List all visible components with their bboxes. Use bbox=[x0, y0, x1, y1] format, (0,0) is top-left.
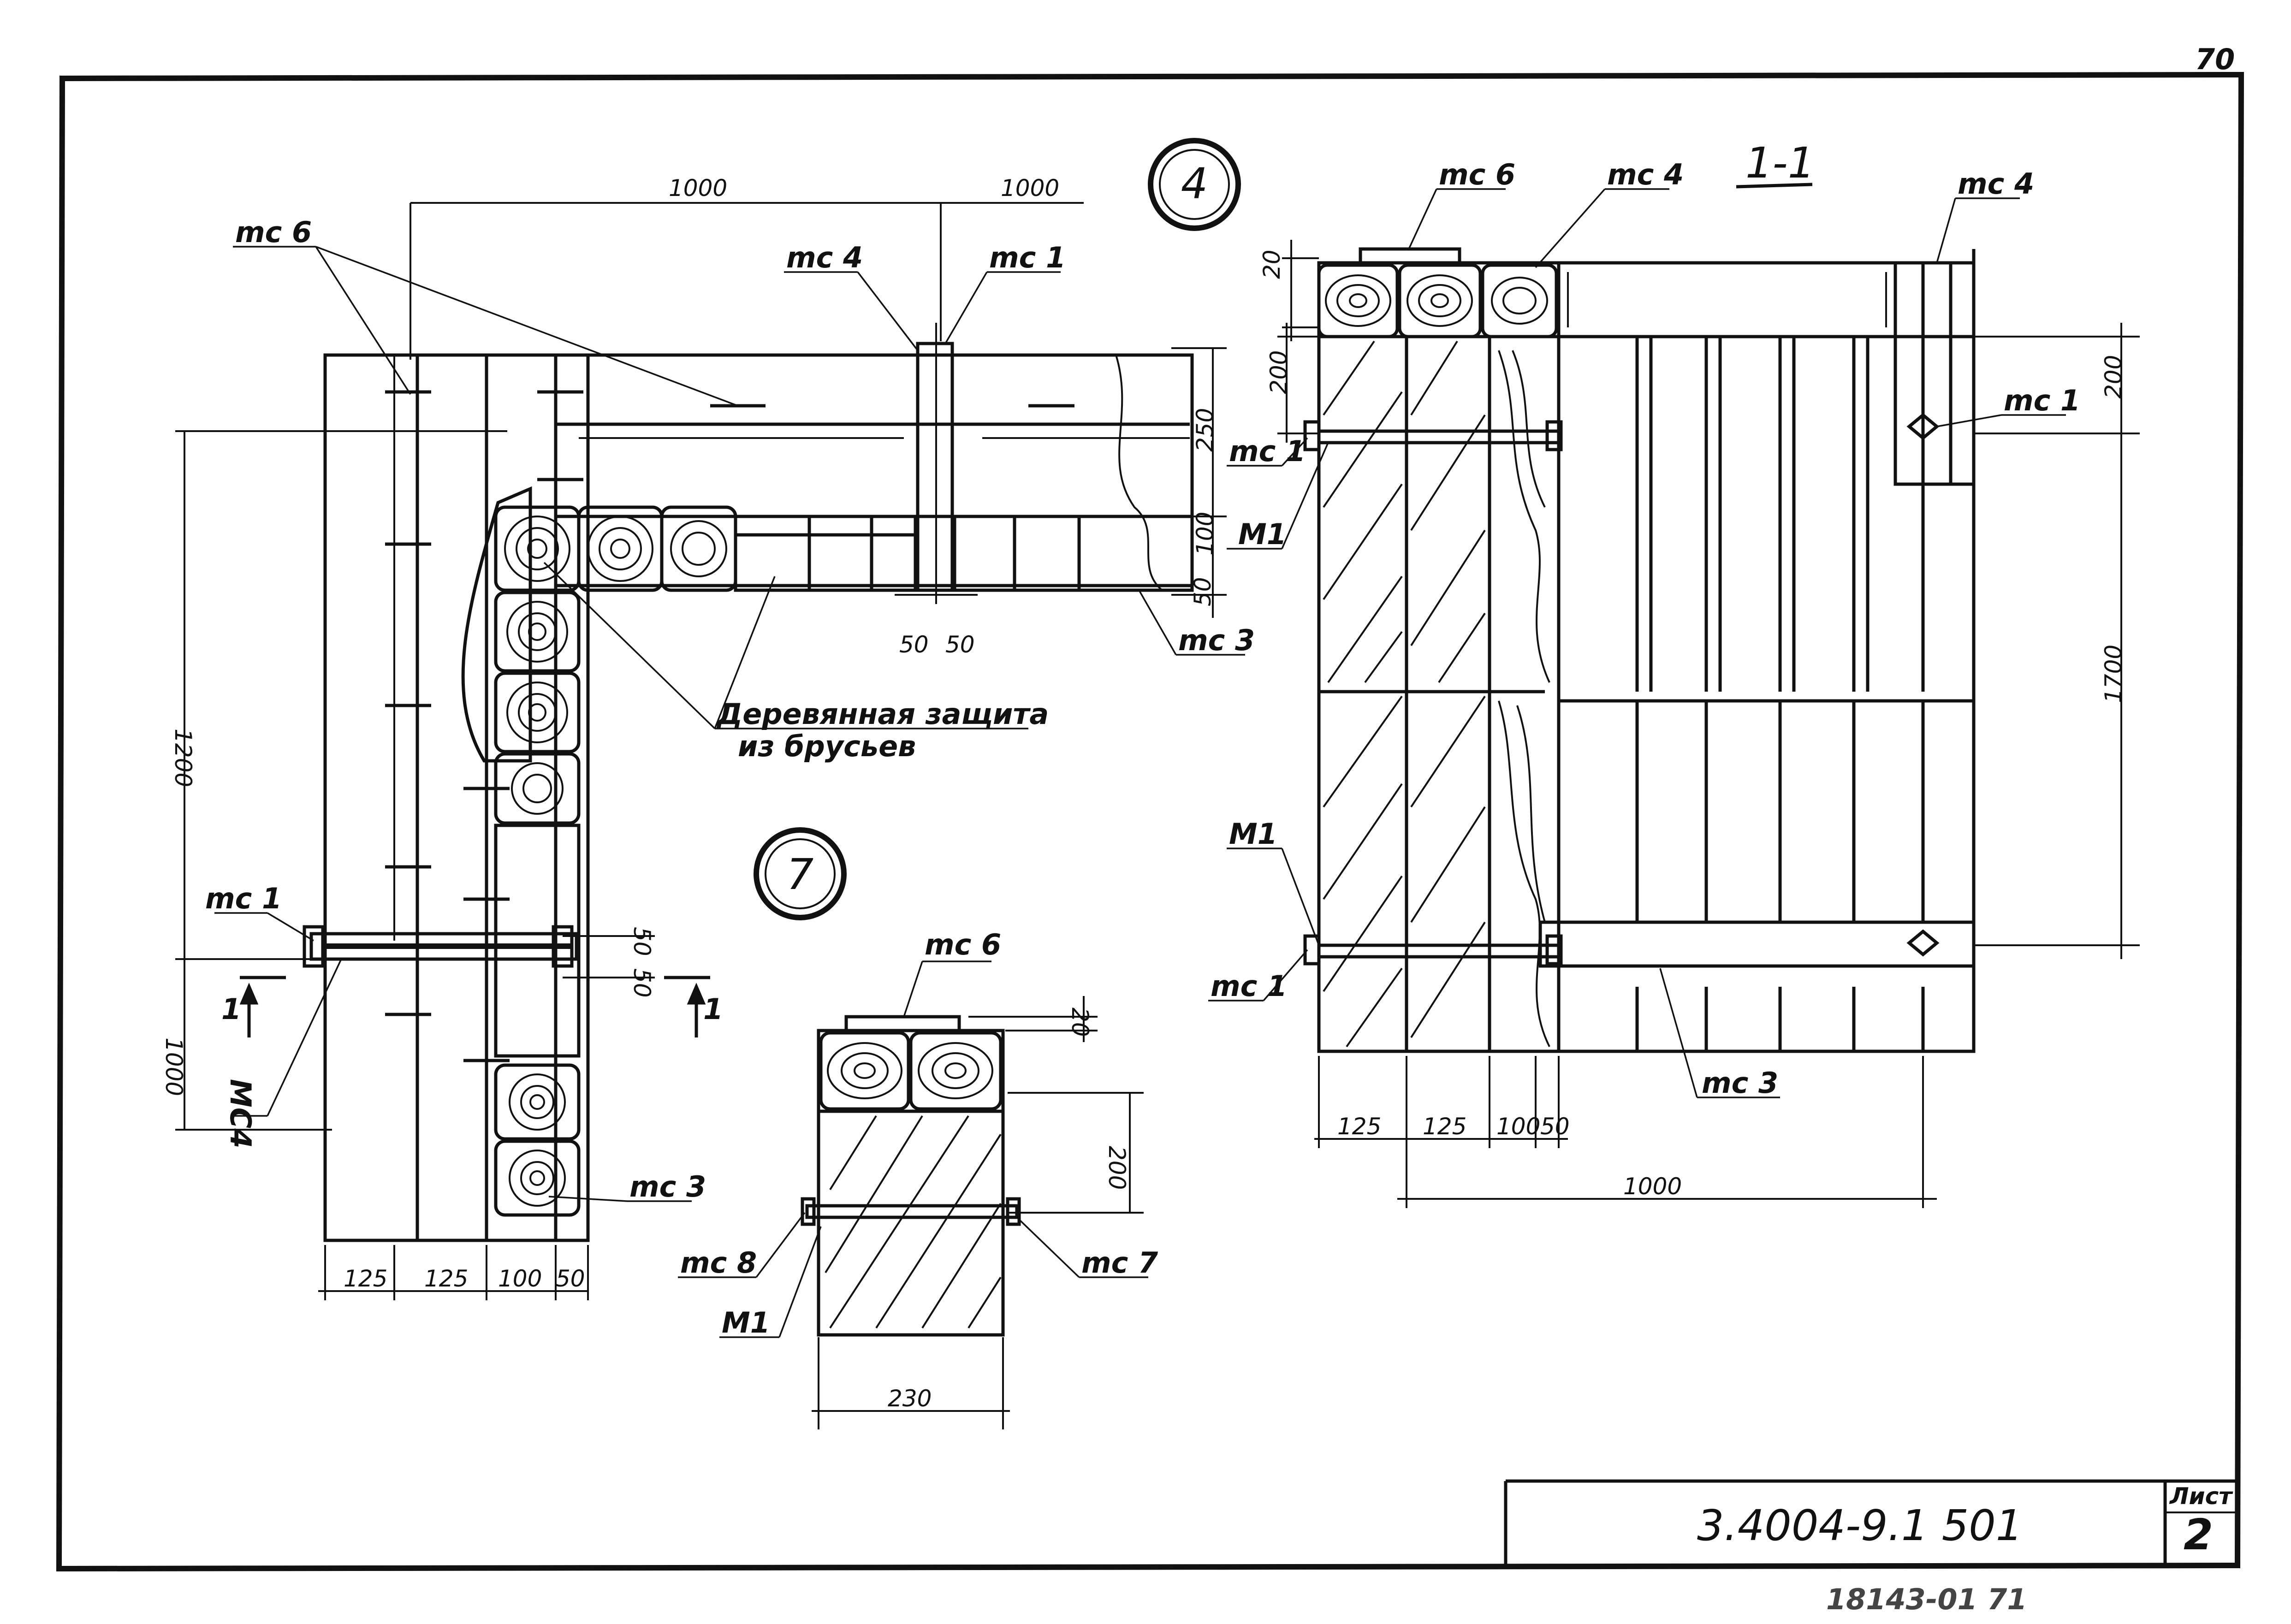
dim-plan-100: 100 bbox=[498, 1265, 542, 1292]
label-mc7: mc 7 bbox=[1081, 1246, 1158, 1280]
label-mc8: mc 8 bbox=[680, 1246, 757, 1280]
dim-s-125-a: 125 bbox=[1337, 1113, 1381, 1140]
dim-plan-125-a: 125 bbox=[344, 1265, 387, 1292]
sheet-frame bbox=[56, 71, 2244, 1572]
dim-s-125-b: 125 bbox=[1423, 1113, 1466, 1140]
label-m1-detail7: M1 bbox=[722, 1306, 770, 1340]
dim-s-200-right: 200 bbox=[2100, 355, 2127, 399]
wood-note-line1: Деревянная защита bbox=[716, 697, 1049, 731]
dim-plan-125-b: 125 bbox=[424, 1265, 468, 1292]
label-mc4-section-b: mc 4 bbox=[1958, 167, 2034, 201]
label-mc6-plan: mc 6 bbox=[235, 215, 312, 249]
dim-plan-50-v: 50 bbox=[1189, 577, 1216, 606]
wood-note-line2: из брусьев bbox=[738, 729, 916, 763]
bottom-stamp: 18143-01 71 bbox=[1826, 1583, 2027, 1616]
label-mc4-upper: MC4 bbox=[224, 1079, 257, 1148]
label-mc6-detail7: mc 6 bbox=[925, 928, 1001, 961]
dim-plan-50-c: 50 bbox=[629, 927, 655, 956]
dim-plan-250: 250 bbox=[1192, 408, 1218, 452]
label-mc6-section: mc 6 bbox=[1439, 158, 1515, 191]
dim-d7-230: 230 bbox=[888, 1385, 932, 1412]
label-mc1-section-bottom: mc 1 bbox=[1211, 969, 1287, 1003]
dim-plan-50-b: 50 bbox=[945, 631, 975, 658]
dim-plan-50-a: 50 bbox=[899, 631, 929, 658]
dim-s-200-left: 200 bbox=[1265, 350, 1292, 394]
dim-d7-200: 200 bbox=[1104, 1146, 1130, 1190]
label-mc1-section-top: mc 1 bbox=[1229, 434, 1306, 468]
dim-plan-1000-c: 1000 bbox=[160, 1037, 187, 1096]
label-mc4-section-a: mc 4 bbox=[1607, 158, 1684, 191]
dim-s-1000: 1000 bbox=[1623, 1173, 1682, 1200]
dim-plan-1000-a: 1000 bbox=[669, 175, 727, 202]
detail-7 bbox=[678, 960, 1148, 1429]
sheet-number: 2 bbox=[2184, 1510, 2213, 1559]
page-number: 70 bbox=[2195, 42, 2235, 76]
view-marker-4-label: 4 bbox=[1181, 159, 1208, 208]
dim-plan-1000-b: 1000 bbox=[1001, 175, 1059, 202]
label-mc3-plan-bottom: mc 3 bbox=[629, 1170, 706, 1203]
dim-s-100: 100 bbox=[1496, 1113, 1540, 1140]
dim-plan-50-d: 50 bbox=[629, 968, 655, 998]
label-mc4-plan: mc 4 bbox=[786, 241, 863, 274]
view-marker-7: 7 bbox=[754, 827, 847, 920]
view-marker-4: 4 bbox=[1148, 138, 1241, 231]
plan-leaders bbox=[214, 246, 1245, 1202]
dim-plan-50: 50 bbox=[556, 1265, 585, 1292]
section-mark-right: 1 bbox=[703, 992, 723, 1026]
section-mark-left: 1 bbox=[221, 992, 241, 1026]
label-mc1-plan-left: mc 1 bbox=[205, 882, 282, 915]
section-1-1 bbox=[1208, 183, 2140, 1208]
section-title: 1-1 bbox=[1745, 138, 1815, 188]
dim-s-1700: 1700 bbox=[2100, 645, 2127, 703]
label-mc1-plan: mc 1 bbox=[989, 241, 1066, 274]
dim-d7-20: 20 bbox=[1067, 1008, 1093, 1037]
view-marker-7-label: 7 bbox=[787, 850, 814, 899]
label-m1-section-bottom: M1 bbox=[1229, 817, 1277, 851]
dim-s-20: 20 bbox=[1258, 249, 1285, 279]
dim-plan-1200: 1200 bbox=[170, 729, 196, 787]
label-mc1-section-right: mc 1 bbox=[2004, 384, 2080, 417]
label-m1-section-top: M1 bbox=[1238, 517, 1287, 551]
plan-view-4 bbox=[175, 202, 1227, 1300]
dim-s-50: 50 bbox=[1540, 1113, 1570, 1140]
sheet-label: Лист bbox=[2169, 1483, 2233, 1510]
label-mc3-plan-right: mc 3 bbox=[1178, 623, 1255, 657]
label-mc3-section: mc 3 bbox=[1702, 1066, 1778, 1100]
doc-code: 3.4004-9.1 501 bbox=[1697, 1501, 2023, 1550]
dim-plan-100-v: 100 bbox=[1192, 512, 1218, 556]
